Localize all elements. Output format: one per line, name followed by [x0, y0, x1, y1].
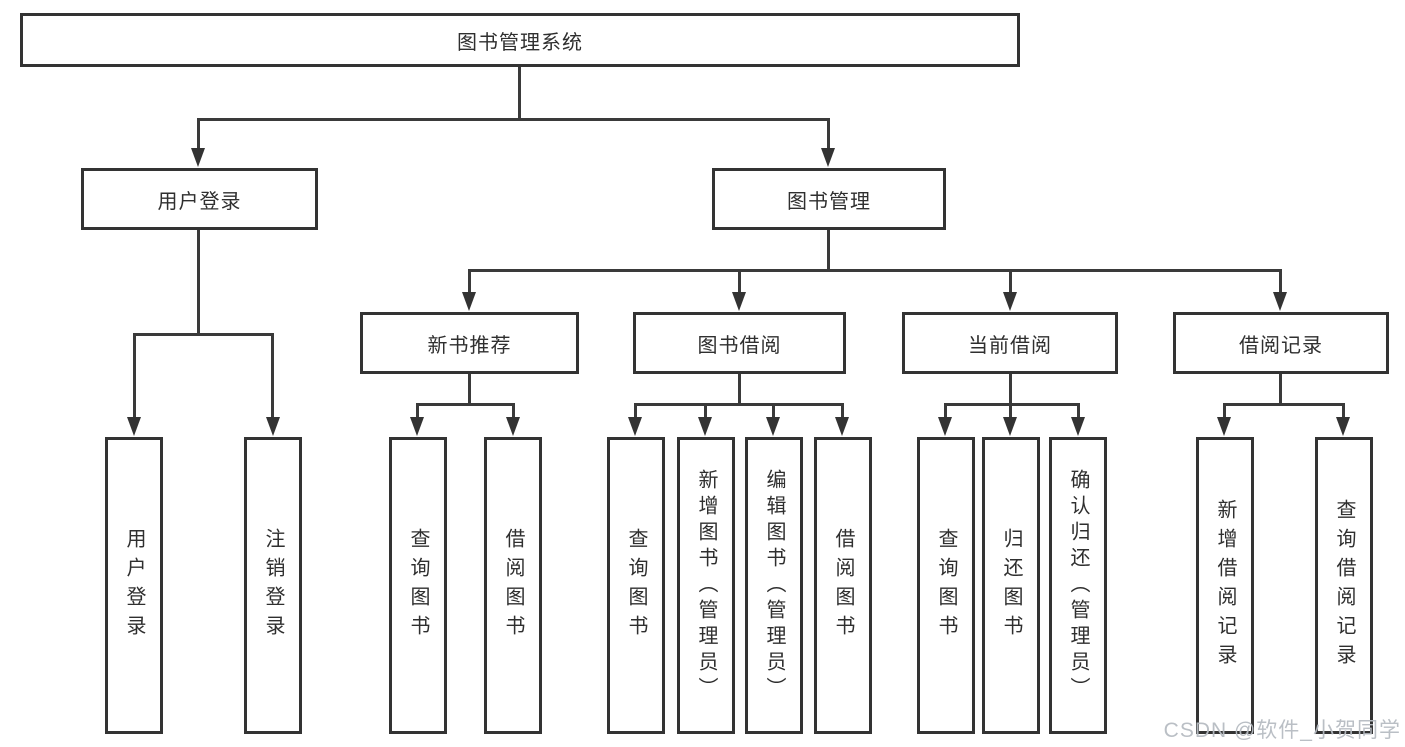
connector-drop-book-management — [827, 118, 830, 160]
connector-user-login-bus — [133, 333, 274, 336]
connector-drop-leaf-user-login — [133, 333, 136, 429]
leaf-logout: 注销登录 — [244, 437, 302, 734]
connector-root-stub — [518, 67, 521, 118]
leaf-return-book: 归还图书 — [982, 437, 1040, 734]
connector-current-borrow-stub — [1009, 374, 1012, 406]
node-book-management-label: 图书管理 — [787, 190, 871, 213]
node-book-borrow-label: 图书借阅 — [697, 334, 782, 357]
node-borrow-records-label: 借阅记录 — [1239, 334, 1323, 357]
leaf-return-book-label: 归还图书 — [1000, 527, 1022, 644]
arrowhead-add-record — [1217, 417, 1231, 436]
arrowhead-leaf-user-login — [127, 417, 141, 436]
node-book-management: 图书管理 — [712, 168, 946, 230]
connector-drop-edit-book — [772, 403, 775, 429]
node-borrow-records: 借阅记录 — [1173, 312, 1389, 374]
connector-new-book-stub — [468, 374, 471, 406]
arrowhead-add-book — [698, 417, 712, 436]
leaf-borrow-book-recommend-label: 借阅图书 — [502, 527, 524, 644]
leaf-logout-label: 注销登录 — [262, 527, 284, 644]
leaf-query-book-current-label: 查询图书 — [935, 527, 957, 644]
arrowhead-confirm-return — [1071, 417, 1085, 436]
connector-current-borrow-bus — [944, 403, 1080, 406]
connector-book-borrow-stub — [738, 374, 741, 406]
connector-borrow-records-bus — [1223, 403, 1344, 406]
node-new-book-recommend-label: 新书推荐 — [427, 334, 512, 357]
connector-book-management-bus — [468, 269, 1282, 272]
connector-drop-confirm-return — [1077, 403, 1080, 429]
arrowhead-book-management — [821, 148, 835, 167]
connector-drop-query-book-a — [416, 403, 419, 429]
connector-new-book-bus — [416, 403, 515, 406]
leaf-borrow-book-recommend: 借阅图书 — [484, 437, 542, 734]
connector-drop-book-borrow — [738, 269, 741, 297]
connector-book-borrow-bus — [634, 403, 844, 406]
connector-drop-leaf-logout — [271, 333, 274, 429]
connector-drop-add-book — [704, 403, 707, 429]
arrowhead-return-book — [1003, 417, 1017, 436]
leaf-query-borrow-record-label: 查询借阅记录 — [1333, 498, 1355, 673]
arrowhead-edit-book — [766, 417, 780, 436]
node-current-borrow: 当前借阅 — [902, 312, 1118, 374]
arrowhead-current-borrow — [1003, 292, 1017, 311]
leaf-edit-book-admin: 编辑图书（管理员） — [745, 437, 803, 734]
leaf-query-book-recommend: 查询图书 — [389, 437, 447, 734]
node-user-login-label: 用户登录 — [157, 190, 242, 213]
connector-drop-query-book-b — [634, 403, 637, 429]
leaf-borrow-book-label: 借阅图书 — [832, 527, 854, 644]
leaf-query-borrow-record: 查询借阅记录 — [1315, 437, 1373, 734]
node-root-label: 图书管理系统 — [457, 31, 583, 54]
arrowhead-leaf-logout — [266, 417, 280, 436]
arrowhead-borrow-records — [1273, 292, 1287, 311]
leaf-add-book-admin: 新增图书（管理员） — [677, 437, 735, 734]
leaf-query-book-current: 查询图书 — [917, 437, 975, 734]
arrowhead-query-book-a — [410, 417, 424, 436]
csdn-watermark: CSDN @软件_小贺同学 — [1163, 719, 1401, 742]
leaf-add-borrow-record: 新增借阅记录 — [1196, 437, 1254, 734]
leaf-query-book-borrow-label: 查询图书 — [625, 527, 647, 644]
connector-drop-borrow-records — [1279, 269, 1282, 297]
leaf-confirm-return-admin-label: 确认归还（管理员） — [1067, 468, 1089, 703]
node-current-borrow-label: 当前借阅 — [968, 334, 1052, 357]
leaf-borrow-book: 借阅图书 — [814, 437, 872, 734]
node-book-borrow: 图书借阅 — [633, 312, 846, 374]
leaf-add-book-admin-label: 新增图书（管理员） — [695, 468, 717, 703]
leaf-add-borrow-record-label: 新增借阅记录 — [1214, 498, 1236, 673]
connector-drop-query-record — [1342, 403, 1345, 429]
leaf-confirm-return-admin: 确认归还（管理员） — [1049, 437, 1107, 734]
arrowhead-user-login — [191, 148, 205, 167]
connector-drop-current-borrow — [1009, 269, 1012, 297]
connector-borrow-records-stub — [1279, 374, 1282, 406]
leaf-user-login-label: 用户登录 — [123, 527, 145, 644]
connector-drop-borrow-book-a — [512, 403, 515, 429]
arrowhead-borrow-book-b — [835, 417, 849, 436]
arrowhead-query-book-c — [938, 417, 952, 436]
arrowhead-query-record — [1336, 417, 1350, 436]
leaf-user-login: 用户登录 — [105, 437, 163, 734]
leaf-edit-book-admin-label: 编辑图书（管理员） — [763, 468, 785, 703]
arrowhead-book-borrow — [732, 292, 746, 311]
connector-drop-return-book — [1009, 403, 1012, 429]
leaf-query-book-borrow: 查询图书 — [607, 437, 665, 734]
connector-user-login-stub — [197, 230, 200, 335]
node-user-login: 用户登录 — [81, 168, 318, 230]
connector-drop-new-book — [468, 269, 471, 297]
connector-drop-borrow-book-b — [841, 403, 844, 429]
connector-drop-add-record — [1223, 403, 1226, 429]
connector-book-management-stub — [827, 230, 830, 271]
leaf-query-book-recommend-label: 查询图书 — [407, 527, 429, 644]
arrowhead-query-book-b — [628, 417, 642, 436]
arrowhead-new-book — [462, 292, 476, 311]
connector-root-bus — [197, 118, 830, 121]
node-new-book-recommend: 新书推荐 — [360, 312, 579, 374]
connector-drop-user-login — [197, 118, 200, 160]
arrowhead-borrow-book-a — [506, 417, 520, 436]
connector-drop-query-book-c — [944, 403, 947, 429]
node-root: 图书管理系统 — [20, 13, 1020, 67]
